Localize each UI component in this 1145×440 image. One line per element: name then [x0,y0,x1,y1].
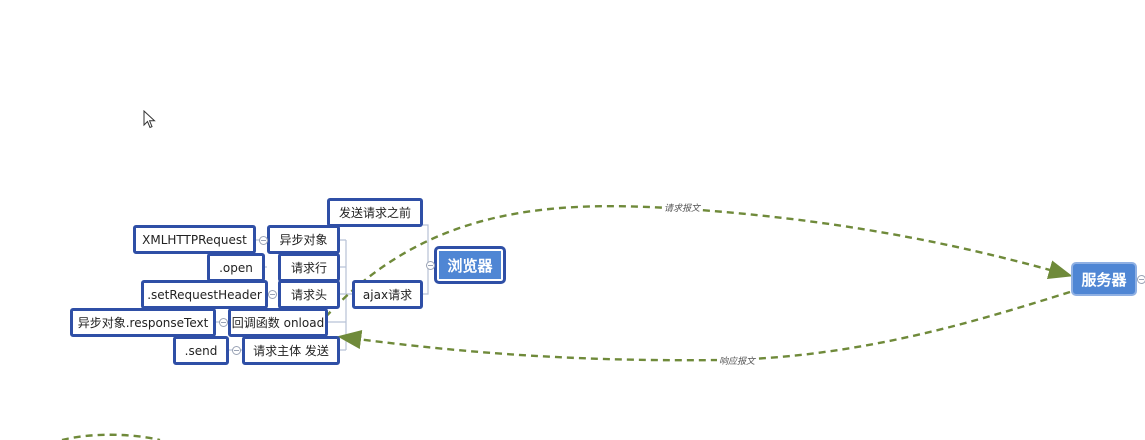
before-send-node[interactable]: 发送请求之前 [327,198,423,227]
response-message-label: 响应报文 [717,354,758,367]
collapse-toggle-icon[interactable] [219,318,228,327]
partial-arrow-bottom [61,433,161,440]
open-method-node[interactable]: .open [207,253,265,282]
async-object-node[interactable]: 异步对象 [267,225,340,254]
server-node[interactable]: 服务器 [1071,262,1137,296]
browser-node[interactable]: 浏览器 [434,246,506,284]
collapse-toggle-icon[interactable] [268,290,277,299]
request-message-label: 请求报文 [662,201,703,214]
collapse-toggle-icon[interactable] [259,236,268,245]
connector-browser-ajax [423,265,429,295]
collapse-toggle-icon[interactable] [1137,275,1145,284]
mouse-pointer-icon [143,110,156,129]
response-text-node[interactable]: 异步对象.responseText [70,308,216,337]
request-line-node[interactable]: 请求行 [278,253,340,282]
send-method-node[interactable]: .send [173,336,229,365]
collapse-toggle-icon[interactable] [232,346,241,355]
request-body-node[interactable]: 请求主体 发送 [242,336,340,365]
collapse-toggle-icon[interactable] [426,261,435,270]
request-arrow [309,204,1073,336]
request-header-node[interactable]: 请求头 [278,280,340,309]
ajax-request-node[interactable]: ajax请求 [352,280,423,309]
response-arrow [337,290,1071,362]
callback-onload-node[interactable]: 回调函数 onload [228,308,328,337]
xml-http-request-node[interactable]: XMLHTTPRequest [133,225,256,254]
set-request-header-node[interactable]: .setRequestHeader [141,280,268,309]
